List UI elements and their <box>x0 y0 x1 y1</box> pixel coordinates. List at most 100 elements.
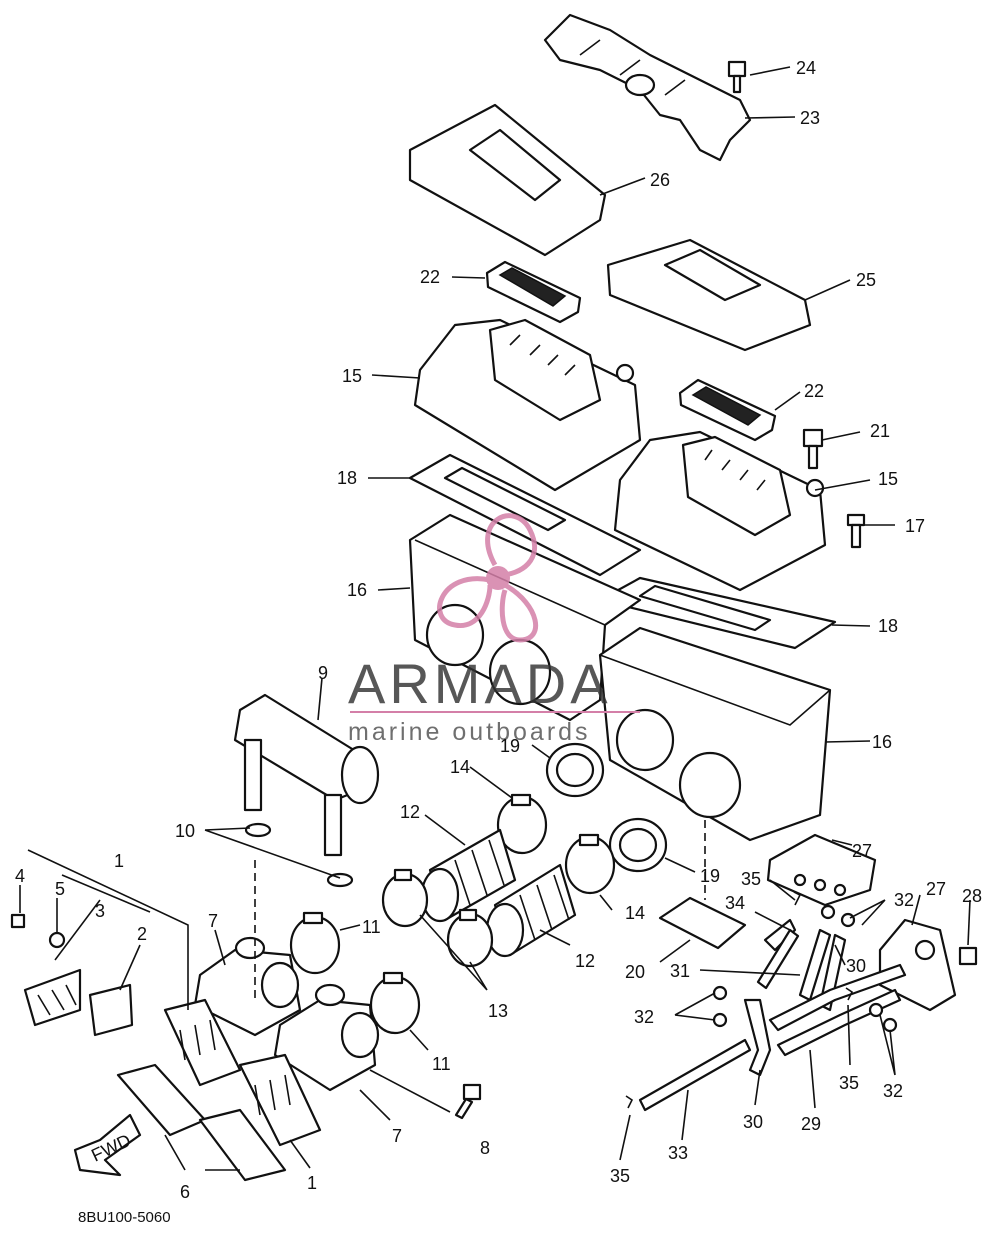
part-27-pump-a <box>766 833 877 907</box>
callout-3: 3 <box>95 901 105 921</box>
callout-27-lower: 27 <box>926 879 946 899</box>
part-11-clamp-a <box>289 911 341 975</box>
part-32-clip-b <box>820 904 856 928</box>
callout-20: 20 <box>625 962 645 982</box>
callout-2: 2 <box>137 924 147 944</box>
propeller-logo-icon <box>437 513 538 643</box>
part-10-clip-b <box>326 872 354 888</box>
part-1-reed-valve-b <box>238 1053 322 1147</box>
part-29-hose <box>768 963 907 1057</box>
callout-21: 21 <box>870 421 890 441</box>
callout-9: 9 <box>318 663 328 683</box>
part-3-reed-plate <box>23 968 82 1027</box>
part-4-screw <box>10 913 26 929</box>
part-19-ring-b <box>608 817 668 873</box>
part-18-gasket-lower <box>598 576 837 650</box>
part-17-screw <box>846 513 866 549</box>
part-14-clamp-b <box>564 833 616 895</box>
part-34-hose <box>756 918 800 990</box>
part-24-bolt <box>727 60 747 94</box>
part-9-silencer <box>233 693 380 857</box>
part-22-filter-a <box>485 260 582 324</box>
callout-32-upper: 32 <box>894 890 914 910</box>
part-5-washer <box>48 931 66 949</box>
fwd-arrow-icon: FWD <box>73 1113 142 1177</box>
callout-30-upper: 30 <box>846 956 866 976</box>
part-12-joint-a <box>420 828 517 923</box>
part-23-bracket <box>543 13 752 162</box>
callout-29: 29 <box>801 1114 821 1134</box>
callout-35-right: 35 <box>839 1073 859 1093</box>
part-7-manifold-b <box>273 983 380 1092</box>
callout-1-upper: 1 <box>114 851 124 871</box>
callout-14-lower: 14 <box>625 903 645 923</box>
part-32-clip-a <box>712 985 728 1028</box>
callout-14-upper: 14 <box>450 757 470 777</box>
watermark: ARMADA marine outboards <box>348 513 640 746</box>
callout-8: 8 <box>480 1138 490 1158</box>
part-7-manifold-a <box>193 936 302 1037</box>
callout-22-lower: 22 <box>804 381 824 401</box>
callout-16-right: 16 <box>872 732 892 752</box>
callout-19-lower: 19 <box>700 866 720 886</box>
callout-15-right: 15 <box>878 469 898 489</box>
part-21-bolt <box>802 428 824 470</box>
part-13-clamp-b <box>446 908 494 968</box>
callout-6: 6 <box>180 1182 190 1202</box>
callout-32-right: 32 <box>883 1081 903 1101</box>
callout-15-left: 15 <box>342 366 362 386</box>
callout-12-upper: 12 <box>400 802 420 822</box>
part-28-nut <box>958 946 978 966</box>
part-12-joint-b <box>485 863 577 958</box>
callout-34: 34 <box>725 893 745 913</box>
part-15-cover-left <box>413 318 642 492</box>
callout-12-lower: 12 <box>575 951 595 971</box>
callout-30-lower: 30 <box>743 1112 763 1132</box>
part-16-housing-right <box>598 626 832 842</box>
watermark-tagline: marine outboards <box>348 718 591 746</box>
part-6-gasket-b <box>198 1108 287 1182</box>
drawing-code: 8BU100-5060 <box>78 1209 171 1226</box>
part-10-clip-a <box>244 822 272 838</box>
callout-16-left: 16 <box>347 580 367 600</box>
callout-26: 26 <box>650 170 670 190</box>
part-13-clamp-a <box>381 868 429 928</box>
callout-31: 31 <box>670 961 690 981</box>
callout-4: 4 <box>15 866 25 886</box>
callout-32-left: 32 <box>634 1007 654 1027</box>
callout-5: 5 <box>55 879 65 899</box>
part-35-clip <box>625 891 854 1109</box>
part-2-reed-plate <box>88 983 134 1037</box>
callout-18-upper: 18 <box>337 468 357 488</box>
part-26-foam-pad <box>408 103 607 257</box>
callout-19-upper: 19 <box>500 736 520 756</box>
part-1-reed-valve-a <box>163 998 242 1087</box>
callout-1-lower: 1 <box>307 1173 317 1193</box>
part-32-clip-c <box>868 1002 898 1033</box>
watermark-brand: ARMADA <box>348 652 612 715</box>
callout-7-upper: 7 <box>208 911 218 931</box>
callout-23: 23 <box>800 108 820 128</box>
part-20-pad <box>658 896 747 950</box>
callouts: 24 23 26 22 25 15 22 21 18 15 17 16 18 9… <box>15 58 982 1202</box>
callout-17: 17 <box>905 516 925 536</box>
part-18-gasket-upper <box>408 453 642 577</box>
callout-13: 13 <box>488 1001 508 1021</box>
part-15-cover-right <box>613 430 827 592</box>
callout-7-lower: 7 <box>392 1126 402 1146</box>
leader-lines <box>19 66 971 1171</box>
callout-18-lower: 18 <box>878 616 898 636</box>
callout-24: 24 <box>796 58 816 78</box>
part-30-hose <box>743 998 772 1077</box>
callout-33: 33 <box>668 1143 688 1163</box>
part-33-hose <box>638 1038 752 1112</box>
part-25-foam-pad <box>606 238 812 352</box>
part-19-ring-a <box>545 742 605 798</box>
callout-27-upper: 27 <box>852 841 872 861</box>
callout-22-upper: 22 <box>420 267 440 287</box>
callout-25: 25 <box>856 270 876 290</box>
part-8-bolt <box>454 1083 482 1120</box>
callout-11-upper: 11 <box>362 917 381 937</box>
callout-35-upper: 35 <box>741 869 761 889</box>
